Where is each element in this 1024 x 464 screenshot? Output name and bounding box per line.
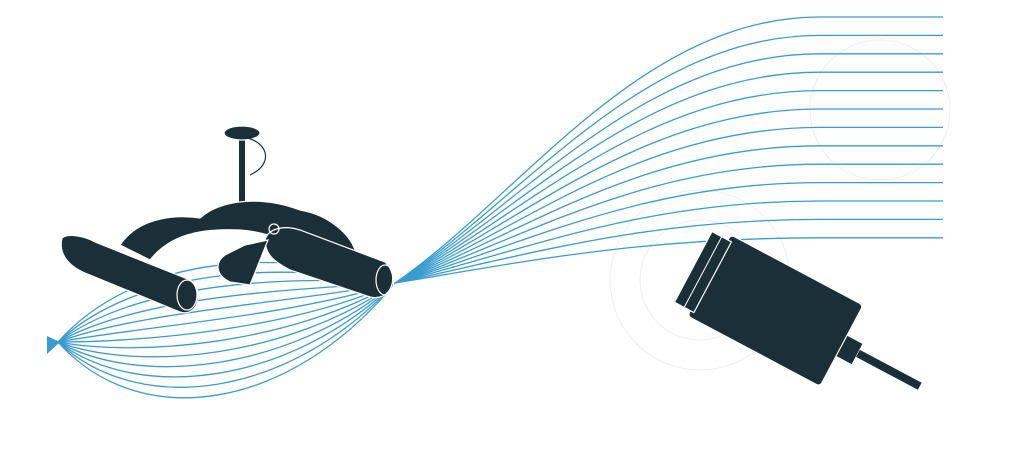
flow-lines — [57, 16, 943, 399]
flow-line — [57, 163, 943, 343]
survey-boat-icon — [60, 125, 395, 314]
flow-origin-marker — [47, 336, 60, 354]
flow-line — [57, 89, 943, 358]
flow-line — [57, 126, 943, 343]
flow-line — [57, 145, 943, 343]
flow-line — [57, 108, 943, 349]
sensor-probe-icon — [673, 230, 922, 390]
flow-line — [57, 181, 943, 343]
